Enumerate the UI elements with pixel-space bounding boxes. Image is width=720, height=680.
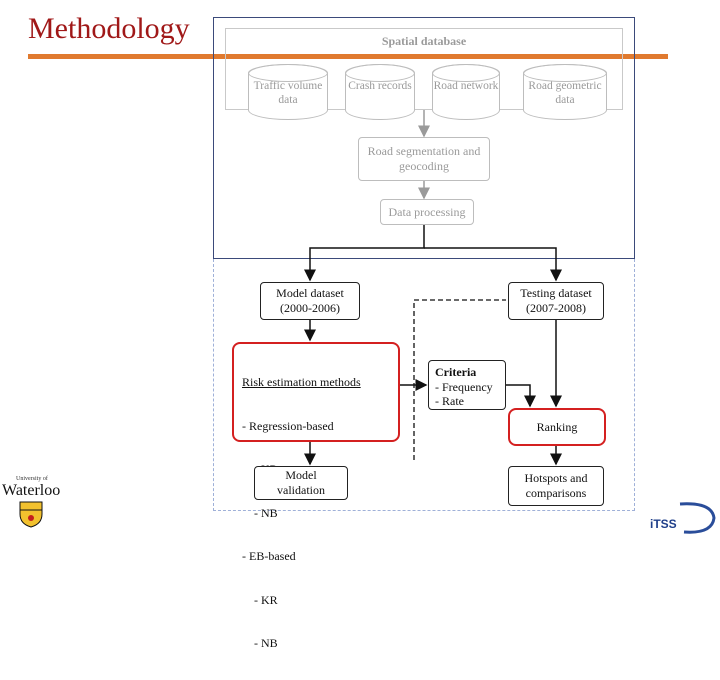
connector-processing-split	[304, 225, 425, 282]
segmentation-box: Road segmentation and geocoding	[358, 137, 490, 181]
data-processing-label: Data processing	[388, 204, 466, 219]
connector-risk-dashed	[413, 299, 506, 460]
risk-method-line: - NB	[242, 505, 278, 520]
spatial-database-label: Spatial database	[381, 34, 467, 48]
itss-logo-text: iTSS	[650, 517, 677, 531]
criteria-line: - Frequency	[435, 379, 493, 394]
risk-method-line: - EB-based	[242, 549, 296, 563]
criteria-box: Criteria - Frequency - Rate	[428, 360, 506, 410]
model-dataset-label: Model dataset (2000-2006)	[276, 286, 344, 315]
risk-estimation-title: Risk estimation methods	[242, 375, 361, 389]
spatial-database-box	[225, 28, 623, 110]
traffic-volume-label: Traffic volume data	[253, 80, 323, 106]
data-preparation-frame	[213, 17, 635, 259]
criteria-line: - Rate	[435, 394, 464, 408]
title-underline-bar	[28, 54, 668, 59]
connector-lines	[304, 110, 562, 466]
risk-method-line: - KR	[242, 592, 278, 607]
slide-title: Methodology	[28, 12, 190, 45]
itss-logo: iTSS	[650, 500, 718, 536]
criteria-text: Criteria - Frequency - Rate	[429, 361, 499, 413]
connector-processing-testing	[424, 247, 562, 282]
itss-logo-icon: iTSS	[650, 502, 716, 534]
traffic-volume-cylinder: Traffic volume data	[248, 64, 328, 120]
testing-dataset-label: Testing dataset (2007-2008)	[520, 286, 592, 315]
road-network-label: Road network	[433, 80, 499, 92]
crash-records-cylinder: Crash records	[345, 64, 415, 120]
waterloo-logo-text: Waterloo	[2, 482, 61, 499]
waterloo-logo-small-text: University of	[16, 476, 48, 482]
analysis-frame	[213, 259, 635, 511]
connector-criteria-to-ranking	[506, 384, 536, 408]
model-validation-box: Model validation	[254, 466, 348, 500]
segmentation-label: Road segmentation and geocoding	[367, 144, 481, 173]
hotspots-label: Hotspots and comparisons	[524, 471, 588, 500]
model-validation-label: Model validation	[277, 468, 325, 497]
testing-dataset-box: Testing dataset (2007-2008)	[508, 282, 604, 320]
crash-records-label: Crash records	[348, 80, 412, 92]
criteria-title: Criteria	[435, 365, 477, 379]
waterloo-logo: University of Waterloo	[2, 476, 62, 536]
waterloo-shield-icon	[19, 501, 43, 528]
ranking-label: Ranking	[536, 419, 578, 434]
road-geometric-label: Road geometric data	[528, 80, 602, 106]
model-dataset-box: Model dataset (2000-2006)	[260, 282, 360, 320]
risk-method-line: - NB	[242, 636, 278, 650]
data-processing-box: Data processing	[380, 199, 474, 225]
road-geometric-cylinder: Road geometric data	[523, 64, 607, 120]
risk-method-line: - Regression-based	[242, 418, 334, 433]
road-network-cylinder: Road network	[432, 64, 500, 120]
ranking-box: Ranking	[508, 408, 606, 446]
hotspots-box: Hotspots and comparisons	[508, 466, 604, 506]
